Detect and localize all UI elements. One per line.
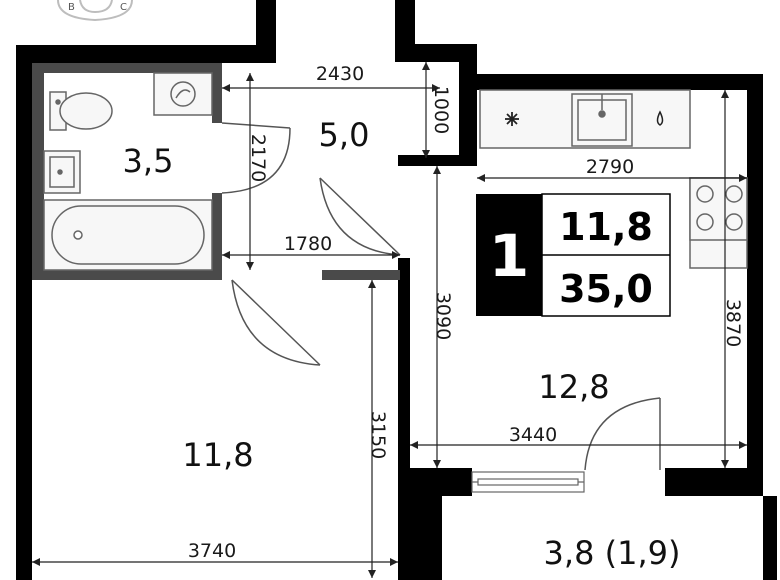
wall-top-right <box>459 74 763 90</box>
area-bathroom: 3,5 <box>123 142 174 180</box>
dim-kitchen-width: 2790 <box>586 156 634 178</box>
wall-balcony-left <box>398 468 442 580</box>
apartment-info-box: 1 11,8 35,0 <box>476 193 671 317</box>
rooms-count-badge <box>476 194 542 316</box>
balcony-door-arc <box>584 397 661 471</box>
wall-living-kitchen <box>398 258 410 470</box>
dim-kitchen-depth: 3870 <box>722 299 744 347</box>
area-kitchen: 12,8 <box>538 368 609 406</box>
washing-machine-icon <box>153 72 213 116</box>
dim-living-width: 3740 <box>188 540 236 562</box>
hall-door <box>319 177 401 256</box>
wall-hall-right <box>459 44 477 166</box>
fridge-icon <box>505 112 519 126</box>
wall-top-left <box>16 45 276 63</box>
wall-bath-left <box>32 63 44 279</box>
wall-bath-bottom <box>32 270 222 280</box>
area-living: 11,8 <box>182 436 253 474</box>
outer-walls <box>16 0 777 580</box>
wall-bath-right-top <box>212 63 222 123</box>
area-hall: 5,0 <box>319 116 370 154</box>
wall-living-top <box>322 270 400 280</box>
sink-icon <box>43 150 81 194</box>
dim-bath-width: 1780 <box>284 233 332 255</box>
rooms-count: 1 <box>489 222 529 290</box>
wall-bath-top <box>32 63 220 73</box>
wall-top-mid <box>395 44 477 62</box>
dim-living-height: 3150 <box>367 411 389 459</box>
kitchen-sink-icon <box>571 93 633 147</box>
living-door <box>231 279 321 366</box>
wall-bottom-right-kitchen <box>665 468 763 496</box>
water-drop-icon <box>656 110 664 126</box>
inner-walls <box>32 63 400 280</box>
stove-icon <box>689 177 748 241</box>
wall-corridor-left <box>256 0 276 63</box>
bathroom-door-arc <box>221 127 291 194</box>
dim-kitchen-height: 3090 <box>432 292 454 340</box>
area-balcony: 3,8 (1,9) <box>544 534 681 572</box>
dim-hall-width: 2430 <box>316 63 364 85</box>
bathtub-icon <box>43 199 213 271</box>
dimension-lines <box>32 62 747 578</box>
toilet-icon <box>49 91 113 131</box>
wall-bottom-left-kitchen <box>440 468 472 496</box>
logo-icon: B C <box>57 0 133 22</box>
wall-hall-bottom <box>398 155 460 166</box>
wall-right <box>747 74 763 470</box>
dimension-arrows <box>32 62 747 578</box>
dim-kitchen-length: 3440 <box>509 424 557 446</box>
logo-letter-b: B <box>68 2 75 13</box>
dim-bath-height: 2170 <box>247 134 269 182</box>
wall-bath-right-bottom <box>212 193 222 279</box>
wall-balcony-right <box>763 496 777 580</box>
bathroom-door <box>221 122 291 129</box>
living-door-arc <box>231 279 321 366</box>
balcony-window <box>471 471 585 493</box>
info-living-area: 11,8 <box>559 205 653 249</box>
doors <box>221 122 661 471</box>
dim-hall-depth: 1000 <box>430 86 452 134</box>
info-total-area: 35,0 <box>559 267 653 311</box>
hall-door-arc <box>319 177 401 256</box>
logo-letter-c: C <box>120 2 127 13</box>
wall-left <box>16 45 32 580</box>
